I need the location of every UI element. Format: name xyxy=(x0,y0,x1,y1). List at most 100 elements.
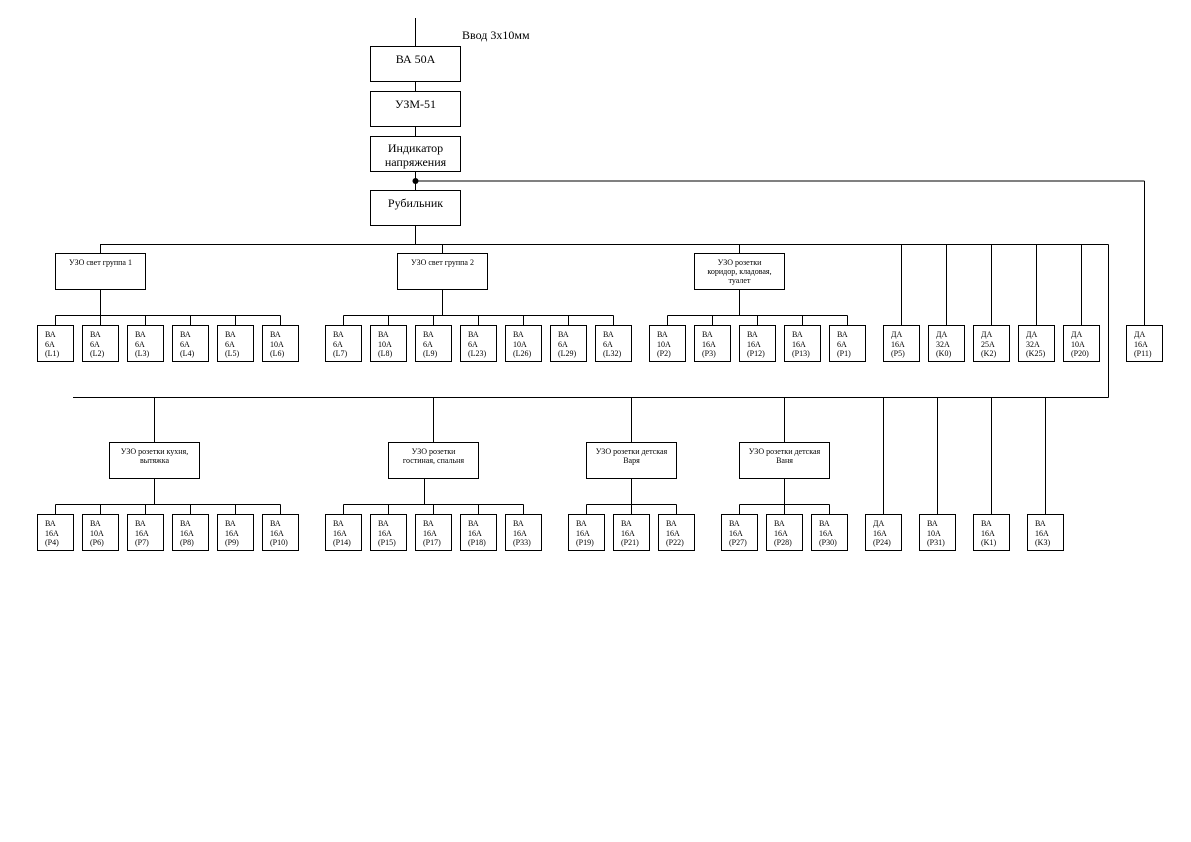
breaker-label-line: 6А xyxy=(225,339,235,349)
breaker-label-line: ДА xyxy=(936,330,948,339)
breaker-label-line: 16А xyxy=(774,528,788,538)
switch-label: Рубильник xyxy=(387,196,444,210)
breaker-label-line: 16А xyxy=(1035,528,1049,538)
breaker-label-line: 16А xyxy=(981,528,995,538)
breaker-label-line: ВА xyxy=(819,519,830,528)
breaker-label-line: (P20) xyxy=(1071,349,1089,358)
breaker-label-line: ВА xyxy=(513,330,524,339)
breaker-label-line: ВА xyxy=(702,330,713,339)
rcd-label-line: гостиная, спальня xyxy=(402,456,465,465)
indicator-line-1: Индикатор xyxy=(387,141,444,155)
breaker-label-line: ВА xyxy=(135,330,146,339)
rcd-label-line: УЗО розетки детская xyxy=(748,447,821,456)
breaker-label-line: ДА xyxy=(873,519,885,528)
breaker-label-line: (P22) xyxy=(666,538,684,547)
breaker-label-line: 10А xyxy=(1071,339,1085,349)
breaker-label-line: 16А xyxy=(513,528,527,538)
breaker-label-line: ВА xyxy=(576,519,587,528)
breaker-label-line: 16А xyxy=(702,339,716,349)
rcd-label-line: Варя xyxy=(623,456,640,465)
breaker-label-line: ДА xyxy=(981,330,993,339)
breaker-label-line: 16А xyxy=(225,528,239,538)
breaker-label-line: 16А xyxy=(729,528,743,538)
rcd-label-line: вытяжка xyxy=(139,456,170,465)
breaker-label-line: ВА xyxy=(270,330,281,339)
breaker-label-line: (P8) xyxy=(180,538,194,547)
breaker-label-line: 16А xyxy=(576,528,590,538)
breaker-label-line: 10А xyxy=(927,528,941,538)
rcd-label-line: УЗО свет группа 1 xyxy=(69,258,132,267)
breaker-label-line: (P30) xyxy=(819,538,837,547)
breaker-label-line: (P6) xyxy=(90,538,104,547)
breaker-label-line: (P21) xyxy=(621,538,639,547)
input-label: Ввод 3х10мм xyxy=(462,28,530,42)
breaker-label-line: 16А xyxy=(873,528,887,538)
main-breaker-label: ВА 50А xyxy=(395,52,436,66)
breaker-label-line: ВА xyxy=(792,330,803,339)
breaker-label-line: (P7) xyxy=(135,538,149,547)
rcd-label-line: туалет xyxy=(728,276,751,285)
breaker-label-line: ВА xyxy=(135,519,146,528)
breaker-label-line: 6А xyxy=(468,339,478,349)
breaker-label-line: (L23) xyxy=(468,349,487,358)
breaker-label-line: 16А xyxy=(621,528,635,538)
breaker-label-line: ВА xyxy=(423,330,434,339)
breaker-label-line: (P11) xyxy=(1134,349,1152,358)
breaker-label-line: 16А xyxy=(891,339,905,349)
breaker-label-line: 16А xyxy=(378,528,392,538)
breaker-label-line: 6А xyxy=(423,339,433,349)
breaker-label-line: ВА xyxy=(333,519,344,528)
breaker-label-line: (P24) xyxy=(873,538,891,547)
breaker-label-line: (P2) xyxy=(657,349,671,358)
breaker-label-line: (L4) xyxy=(180,349,195,358)
indicator-line-2: напряжения xyxy=(384,155,447,169)
breaker-label-line: 16А xyxy=(180,528,194,538)
breaker-label-line: (L7) xyxy=(333,349,348,358)
breaker-label-line: ДА xyxy=(1134,330,1146,339)
breaker-label-line: ВА xyxy=(747,330,758,339)
breaker-label-line: (P28) xyxy=(774,538,792,547)
breaker-label-line: 16А xyxy=(468,528,482,538)
breaker-label-line: 10А xyxy=(378,339,392,349)
breaker-label-line: 16А xyxy=(819,528,833,538)
breaker-label-line: ВА xyxy=(45,519,56,528)
breaker-label-line: ВА xyxy=(378,330,389,339)
breaker-label-line: 16А xyxy=(270,528,284,538)
breaker-label-line: 10А xyxy=(657,339,671,349)
breaker-label-line: (P13) xyxy=(792,349,810,358)
breaker-label-line: ВА xyxy=(270,519,281,528)
breaker-label-line: (P18) xyxy=(468,538,486,547)
voltage-indicator: Индикатор напряжения xyxy=(370,136,461,172)
breaker-label-line: (P31) xyxy=(927,538,945,547)
breaker-label-line: 6А xyxy=(603,339,613,349)
breaker-label-line: (L9) xyxy=(423,349,438,358)
breaker-label-line: ВА xyxy=(423,519,434,528)
breaker-label-line: ВА xyxy=(333,330,344,339)
breaker-label-line: ВА xyxy=(180,330,191,339)
breaker-label-line: ВА xyxy=(1035,519,1046,528)
breaker-label-line: ВА xyxy=(558,330,569,339)
breaker-label-line: (L8) xyxy=(378,349,393,358)
breaker-label-line: 32А xyxy=(936,339,950,349)
breaker-label-line: ВА xyxy=(378,519,389,528)
breaker-label-line: ДА xyxy=(1071,330,1083,339)
rcd-label-line: Ваня xyxy=(776,456,793,465)
